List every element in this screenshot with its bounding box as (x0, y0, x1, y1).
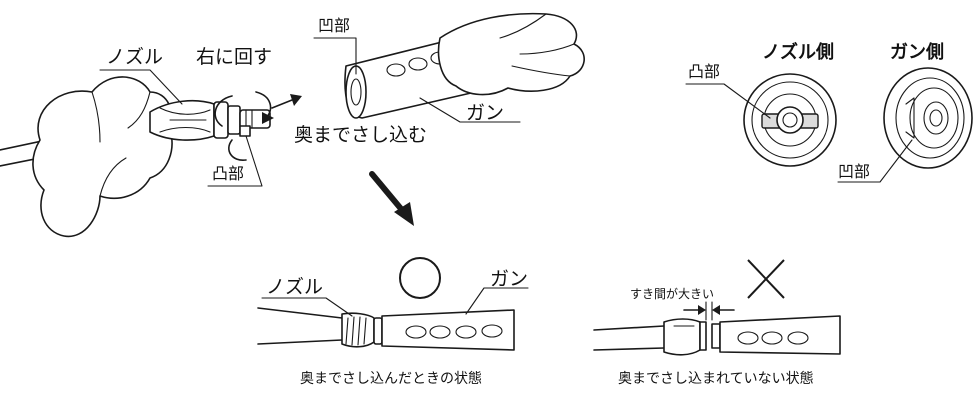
protrusion-right-label: 凸部 (688, 62, 721, 81)
nozzle-hand-illustration (0, 76, 302, 238)
down-arrow (369, 171, 414, 226)
correct-assembly-illustration (257, 257, 515, 351)
protrusion-left-label: 凸部 (212, 164, 245, 183)
gun-bottom-label: ガン (490, 268, 529, 290)
recess-top-label: 凹部 (318, 16, 351, 35)
gun-side-heading: ガン側 (890, 42, 944, 63)
nozzle-bottom-leader (261, 297, 353, 317)
nozzle-top-label: ノズル (106, 46, 164, 68)
gap-large-label: すき間が大きい (630, 287, 715, 301)
gun-bottom-leader (465, 287, 529, 315)
incorrect-assembly-illustration (593, 259, 841, 356)
nozzle-end-view (743, 73, 837, 167)
recess-right-leader (837, 139, 913, 183)
incorrect-mark (747, 259, 785, 299)
gun-end-view (883, 67, 973, 169)
nozzle-bottom-label: ノズル (266, 276, 324, 298)
nozzle-side-heading: ノズル側 (762, 42, 834, 63)
caption-correct: 奥までさし込んだときの状態 (300, 371, 482, 387)
gun-top-label: ガン (466, 102, 505, 124)
protrusion-right-leader (685, 83, 771, 119)
caption-incorrect: 奥までさし込まれていない状態 (618, 371, 814, 387)
turn-right-label: 右に回す (196, 46, 273, 68)
nozzle-top-leader (99, 69, 183, 105)
gun-top-leader (419, 97, 521, 123)
recess-right-label: 凹部 (838, 162, 871, 181)
gun-hand-illustration (344, 12, 585, 119)
protrusion-left-leader (207, 135, 263, 187)
correct-mark (399, 257, 441, 299)
insert-fully-label: 奥までさし込む (294, 124, 428, 146)
recess-top-leader (313, 37, 357, 75)
